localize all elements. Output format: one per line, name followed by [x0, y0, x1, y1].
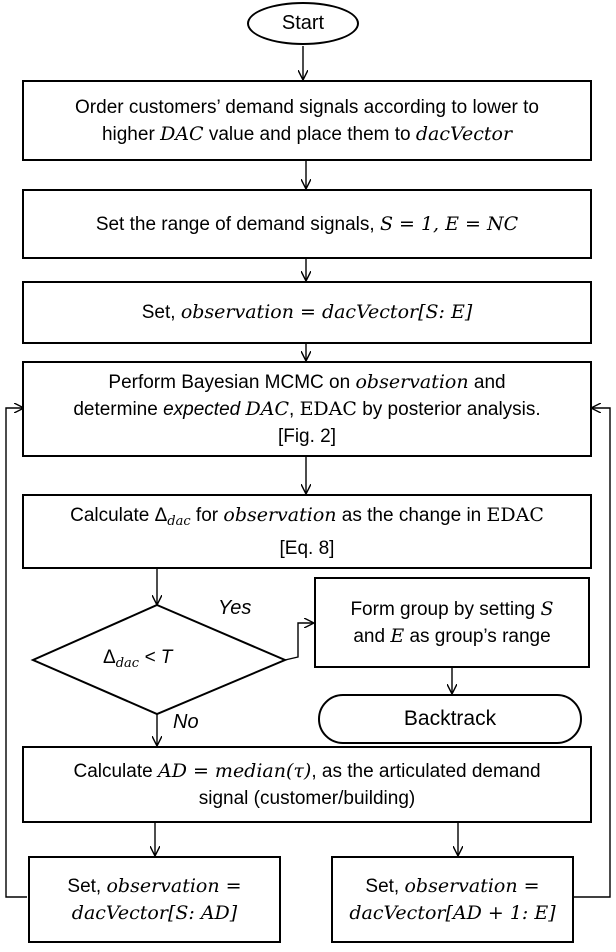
- mcmc-line2-b: ,: [289, 398, 300, 420]
- yes-label: Yes: [218, 597, 252, 619]
- right-line1-math: observation =: [404, 874, 540, 897]
- step-calculate-delta: Calculate Δdac for observation as the ch…: [22, 494, 592, 569]
- range-math: S = 1, E = NC: [379, 212, 519, 235]
- ad-math: AD = median(τ): [157, 759, 312, 782]
- mcmc-dac: DAC: [245, 397, 290, 420]
- arrow-yes-to-group: [284, 623, 313, 661]
- ad-line1-b: , as the articulated demand: [311, 760, 541, 782]
- right-line2-math: dacVector[AD + 1: E]: [349, 901, 556, 924]
- order-line1: Order customers’ demand signals accordin…: [75, 96, 539, 118]
- range-text: Set the range of demand signals,: [95, 213, 380, 235]
- group-line2-a: and: [353, 625, 391, 647]
- group-line2-b: as group’s range: [404, 625, 551, 647]
- group-e: E: [390, 624, 405, 647]
- decision-rest: < T: [139, 647, 173, 668]
- left-line1-math: observation =: [106, 874, 242, 897]
- ad-line2: signal (customer/building): [198, 787, 416, 809]
- delta-line1-a: Calculate Δ: [70, 504, 168, 526]
- step-set-observation: Set, observation = dacVector[S: E]: [22, 281, 592, 344]
- step-set-range: Set the range of demand signals, S = 1, …: [22, 189, 592, 259]
- step-bayesian-mcmc: Perform Bayesian MCMC on observation and…: [22, 361, 592, 457]
- mcmc-expected: expected: [163, 398, 241, 420]
- decision-diamond: [30, 603, 288, 716]
- left-line2-math: dacVector[S: AD]: [71, 901, 238, 924]
- backtrack-node: Backtrack: [318, 694, 582, 744]
- observation-text: Set,: [141, 302, 181, 323]
- group-s: S: [540, 597, 554, 620]
- loop-right-back: [573, 408, 611, 898]
- delta-eq-ref: [Eq. 8]: [279, 537, 335, 559]
- mcmc-line1-a: Perform Bayesian MCMC on: [108, 371, 356, 393]
- mcmc-edac: EDAC: [299, 397, 357, 420]
- mcmc-line1-b: and: [468, 371, 506, 393]
- ad-line1-a: Calculate: [73, 760, 158, 782]
- start-label: Start: [281, 12, 325, 34]
- step-order-signals: Order customers’ demand signals accordin…: [22, 80, 592, 161]
- decision-delta: Δ: [103, 647, 116, 668]
- step-form-group: Form group by setting S and E as group’s…: [314, 577, 590, 668]
- backtrack-label: Backtrack: [403, 707, 497, 730]
- left-line1-a: Set,: [67, 875, 107, 897]
- step-set-left-range: Set, observation = dacVector[S: AD]: [28, 856, 281, 943]
- step-set-right-range: Set, observation = dacVector[AD + 1: E]: [331, 856, 574, 943]
- decision-sub: dac: [115, 656, 140, 671]
- mcmc-observation: observation: [355, 370, 469, 393]
- observation-math: observation = dacVector[S: E]: [180, 301, 473, 323]
- right-line1-a: Set,: [365, 875, 405, 897]
- order-line2-b: value and place them to: [203, 123, 416, 145]
- mcmc-fig-ref: [Fig. 2]: [277, 425, 337, 447]
- group-line1: Form group by setting: [350, 598, 541, 620]
- loop-left-back: [5, 408, 27, 898]
- step-articulated-demand: Calculate AD = median(τ), as the articul…: [22, 746, 592, 823]
- mcmc-line2-a: determine: [73, 398, 164, 420]
- delta-line1-c: as the change in: [336, 504, 487, 526]
- decision-condition: Δdac < T: [103, 647, 172, 671]
- order-line2-a: higher: [101, 123, 161, 145]
- start-node: Start: [247, 2, 359, 45]
- order-dacvector: dacVector: [415, 122, 513, 145]
- delta-line1-b: for: [190, 504, 224, 526]
- delta-sub: dac: [167, 513, 191, 529]
- no-label: No: [173, 711, 199, 733]
- delta-observation: observation: [223, 503, 337, 526]
- delta-edac: EDAC: [486, 503, 544, 526]
- mcmc-line2-c: by posterior analysis.: [356, 398, 541, 420]
- order-dac: DAC: [160, 122, 204, 145]
